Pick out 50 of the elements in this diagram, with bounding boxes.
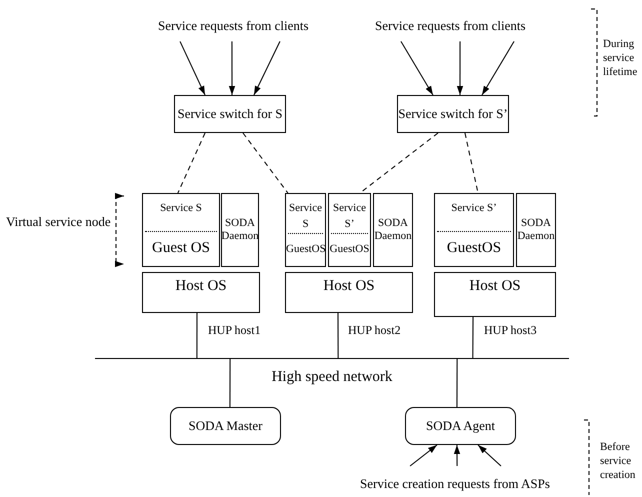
rounded-box: SODA Master bbox=[170, 407, 281, 445]
edge-label: HUP host3 bbox=[484, 323, 537, 338]
service-label: Service S’ bbox=[450, 201, 498, 216]
arrow bbox=[400, 40, 434, 96]
virtual-machine-box bbox=[285, 193, 326, 267]
dashed-line bbox=[242, 132, 288, 194]
arrow bbox=[410, 444, 438, 466]
arrow bbox=[482, 40, 515, 96]
arrow bbox=[478, 444, 502, 466]
daemon-box: SODA Daemon bbox=[373, 193, 413, 267]
arrow bbox=[253, 40, 280, 96]
arrow bbox=[228, 40, 236, 96]
arrow bbox=[454, 444, 460, 466]
request-text: Service requests from clients bbox=[375, 18, 525, 36]
daemon-box: SODA Daemon bbox=[221, 193, 259, 267]
dashed-line bbox=[177, 132, 206, 194]
edge-label: HUP host1 bbox=[208, 323, 261, 338]
connector-line bbox=[456, 358, 458, 408]
switch-box: Service switch for S bbox=[174, 95, 286, 133]
phase-label: During service lifetime bbox=[603, 38, 638, 80]
edge-label: HUP host2 bbox=[348, 323, 401, 338]
rounded-box: SODA Agent bbox=[405, 407, 516, 445]
request-text: Service requests from clients bbox=[158, 18, 308, 36]
guest-os-label: GuestOS bbox=[446, 239, 502, 258]
dashed-line bbox=[464, 132, 478, 194]
host-os-box: Host OS bbox=[142, 272, 260, 313]
phase-label: Before service creation bbox=[600, 441, 636, 482]
connector-line bbox=[196, 312, 198, 358]
guest-os-label: GuestOS bbox=[329, 243, 370, 257]
daemon-box: SODA Daemon bbox=[516, 193, 556, 267]
host-os-box: Host OS bbox=[285, 272, 413, 313]
network-label: High speed network bbox=[270, 368, 394, 387]
callout-label: Virtual service node bbox=[6, 214, 112, 230]
arrow bbox=[456, 40, 464, 96]
guest-os-label: GuestOS bbox=[286, 243, 325, 257]
arrow bbox=[180, 40, 206, 96]
service-label: Service S bbox=[288, 201, 323, 232]
connector-line bbox=[229, 358, 231, 408]
virtual-machine-box bbox=[328, 193, 371, 267]
host-os-box: Host OS bbox=[434, 272, 556, 317]
service-label: Service S bbox=[159, 201, 203, 216]
guest-os-label: Guest OS bbox=[151, 239, 211, 258]
connector-line bbox=[338, 312, 339, 358]
switch-box: Service switch for S’ bbox=[397, 95, 509, 133]
virtual-machine-box bbox=[434, 193, 514, 267]
virtual-machine-box bbox=[142, 193, 220, 267]
request-text: Service creation requests from ASPs bbox=[350, 476, 560, 494]
dashed-line bbox=[360, 132, 438, 194]
service-label: Service S’ bbox=[332, 201, 367, 232]
connector-line bbox=[472, 316, 474, 358]
